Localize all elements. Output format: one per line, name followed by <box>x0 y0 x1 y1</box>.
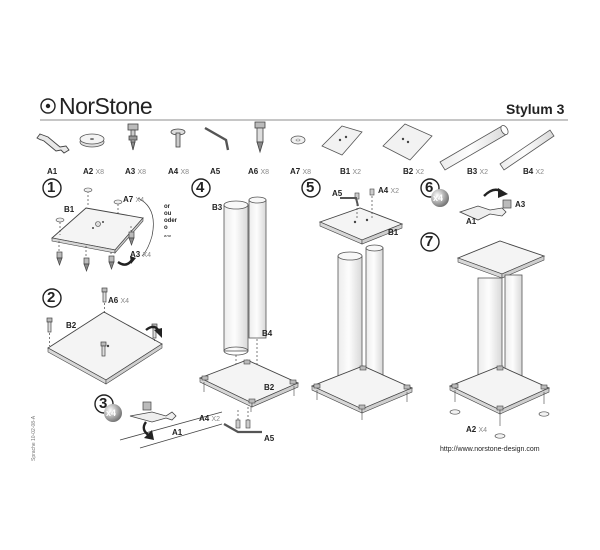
step6-label-a1: A1 <box>466 217 477 226</box>
part-label-b3: B3 X2 <box>467 167 489 176</box>
step5-diagram <box>301 178 414 420</box>
part-label-a1: A1 <box>47 167 58 176</box>
website-url: http://www.norstone-design.com <box>440 446 540 453</box>
step1-label-b1: B1 <box>64 205 75 214</box>
step5-number: 5 <box>306 179 315 196</box>
step1-diagram <box>42 178 154 273</box>
step1-or-words: or ou oder o или <box>164 204 178 238</box>
step5-label-a4: A4 X2 <box>378 186 400 195</box>
step2-label-a6: A6 X4 <box>108 296 130 305</box>
step4-label-b4: B4 <box>262 329 273 338</box>
step4-label-b3: B3 <box>212 203 223 212</box>
part-a2-disc <box>79 133 105 148</box>
part-label-a7: A7 X8 <box>290 167 312 176</box>
step5-label-b1: B1 <box>388 228 399 237</box>
part-label-a2: A2 X8 <box>83 167 105 176</box>
part-b2-base-plate <box>382 123 433 161</box>
step6-number: 6 <box>425 179 434 196</box>
part-label-a6: A6 X8 <box>248 167 270 176</box>
brand-name: NorStone <box>59 93 153 119</box>
step7-diagram <box>420 232 551 439</box>
part-label-b4: B4 X2 <box>523 167 545 176</box>
part-label-b1: B1 X2 <box>340 167 362 176</box>
step6-label-a3: A3 <box>515 200 526 209</box>
step1-label-a3: A3 X4 <box>130 250 152 259</box>
step3-diagram <box>94 394 223 449</box>
part-a7-washer <box>290 135 306 145</box>
step2-number: 2 <box>47 289 56 306</box>
step4-number: 4 <box>196 179 205 196</box>
part-b3-tube-wide <box>439 125 509 171</box>
step4-diagram <box>191 178 300 434</box>
step1-number: 1 <box>47 179 56 196</box>
part-a6-spike <box>254 121 266 154</box>
norstone-logo <box>40 98 56 114</box>
step7-number: 7 <box>425 233 434 250</box>
model-title: Stylum 3 <box>506 101 565 117</box>
side-code: Sprache 10-02-08-A <box>31 415 37 461</box>
part-b1-top-plate <box>321 125 363 156</box>
part-a5-hex-key <box>204 126 230 151</box>
step2-diagram <box>42 287 163 385</box>
part-label-b2: B2 X2 <box>403 167 425 176</box>
part-b4-tube-narrow <box>499 129 555 171</box>
step3-label-a1: A1 <box>172 428 183 437</box>
step4-label-a4: A4 X2 <box>199 414 221 423</box>
part-a3-spike <box>127 123 139 151</box>
step6-diagram <box>420 178 512 221</box>
part-a4-screw <box>170 128 186 148</box>
part-label-a4: A4 X8 <box>168 167 190 176</box>
part-a1-wrench <box>36 133 70 154</box>
step6-badge: x4 <box>433 193 444 203</box>
step1-label-a7: A7 X4 <box>123 195 145 204</box>
step7-label-a2: A2 X4 <box>466 425 488 434</box>
step4-label-a5: A5 <box>264 434 275 443</box>
step2-label-b2: B2 <box>66 321 77 330</box>
part-label-a3: A3 X8 <box>125 167 147 176</box>
step4-label-b2: B2 <box>264 383 275 392</box>
step5-label-a5: A5 <box>332 189 343 198</box>
step3-number: 3 <box>99 395 108 412</box>
step3-badge: x4 <box>106 408 117 418</box>
part-label-a5: A5 <box>210 167 221 176</box>
